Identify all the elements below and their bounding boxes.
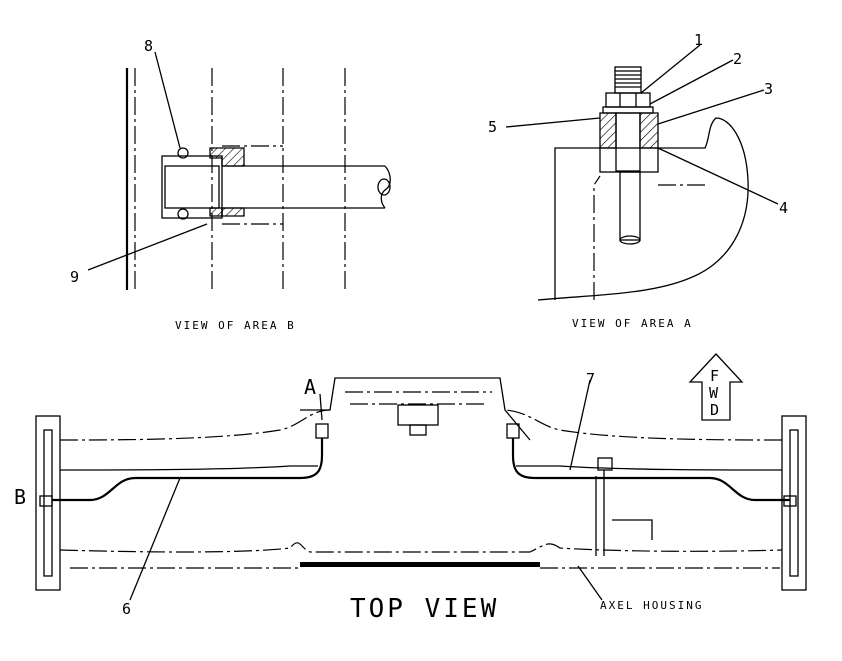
callout-2: 2 [733,50,742,68]
caption-top-view: TOP VIEW [350,594,499,624]
callout-8: 8 [144,37,153,55]
caption-axel-housing: AXEL HOUSING [600,599,703,612]
fwd-letter-d: D [710,401,719,419]
top-view-axle: 6 7 A B TOP VIEW AXEL HOUSING [14,370,807,624]
area-label-a: A [304,375,316,399]
callout-1: 1 [694,31,703,49]
fwd-letter-f: F [710,367,719,385]
area-label-b: B [14,485,26,509]
callout-3: 3 [764,80,773,98]
caption-view-area-a: VIEW OF AREA A [572,317,693,330]
view-area-a: 1 2 3 5 4 VIEW OF AREA A [488,31,788,330]
callout-4: 4 [779,199,788,217]
view-area-b: 8 9 VIEW OF AREA B [70,37,391,332]
caption-view-area-b: VIEW OF AREA B [175,319,296,332]
callout-7: 7 [586,370,595,388]
callout-6: 6 [122,600,131,618]
fwd-arrow-icon: F W D [688,353,744,421]
fwd-letter-w: W [709,384,719,402]
callout-5: 5 [488,118,497,136]
callout-9: 9 [70,268,79,286]
